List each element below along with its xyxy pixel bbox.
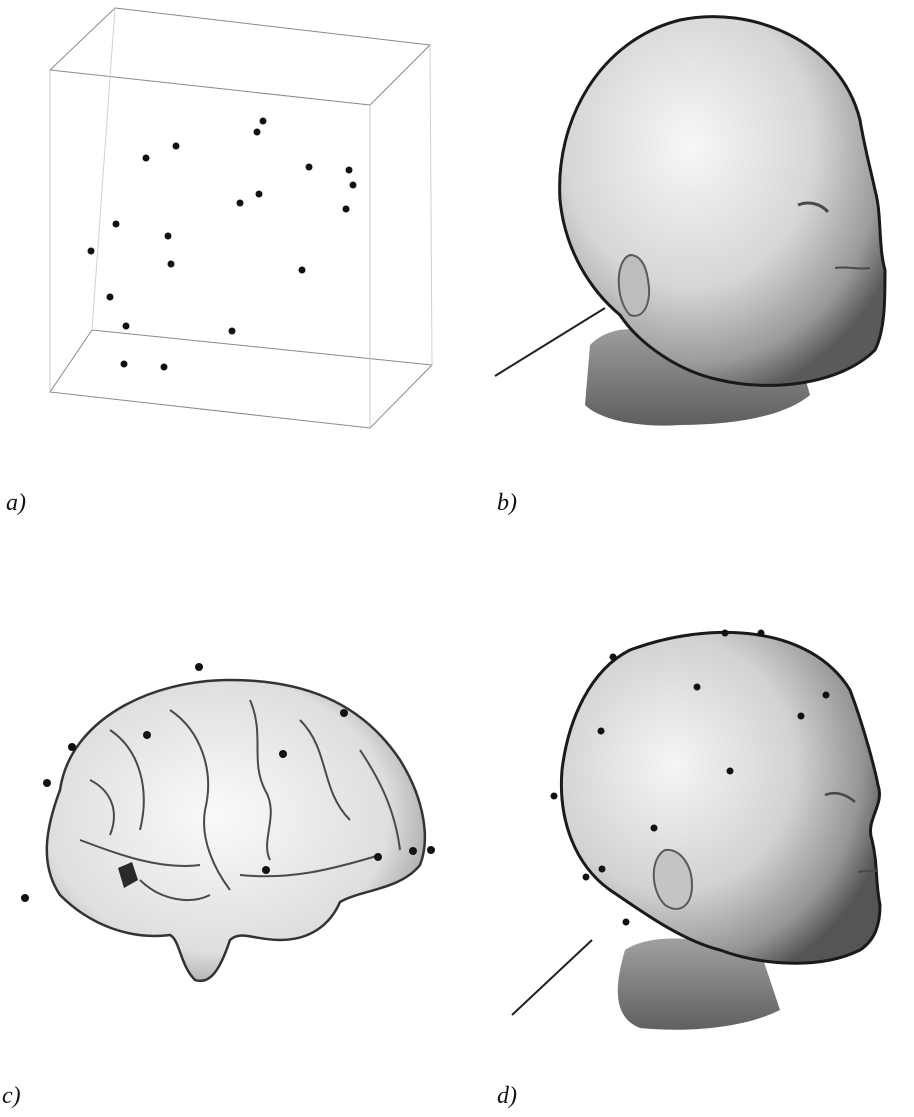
- panel-b-head-render: [480, 0, 914, 450]
- head-electrode-point: [758, 630, 765, 637]
- head-render: [480, 0, 914, 450]
- electrode-point: [260, 118, 267, 125]
- head-shape: [561, 632, 880, 963]
- electrode-points: [88, 118, 357, 371]
- electrode-point: [161, 364, 168, 371]
- brain-electrode-point: [21, 894, 29, 902]
- head-electrode-point: [651, 825, 658, 832]
- box-bottom-face: [50, 330, 432, 428]
- electrode-point: [299, 267, 306, 274]
- brain-electrode-point: [279, 750, 287, 758]
- head-electrode-point: [823, 692, 830, 699]
- ear-shape: [619, 255, 649, 316]
- brain-electrode-point: [374, 853, 382, 861]
- electrode-point: [343, 206, 350, 213]
- electrode-point: [350, 182, 357, 189]
- electrode-point: [306, 164, 313, 171]
- mouth-line: [835, 267, 870, 268]
- brain-electrode-point: [340, 709, 348, 717]
- head-electrodes-render: [480, 620, 914, 1040]
- electrode-point: [113, 221, 120, 228]
- box-edge: [92, 8, 115, 330]
- electrode-point: [256, 191, 263, 198]
- brain-electrode-point: [409, 847, 417, 855]
- panel-label-d: d): [497, 1083, 517, 1110]
- head-electrode-point: [722, 630, 729, 637]
- head-electrode-point: [798, 713, 805, 720]
- panel-a-point-cloud: [0, 0, 450, 440]
- bounding-box: [50, 8, 432, 428]
- panel-label-b: b): [497, 490, 517, 517]
- electrode-point: [237, 200, 244, 207]
- electrode-point: [168, 261, 175, 268]
- electrode-point: [165, 233, 172, 240]
- head-electrode-point: [694, 684, 701, 691]
- brain-electrode-point: [195, 663, 203, 671]
- panel-label-c: c): [2, 1083, 21, 1110]
- head-shape: [560, 17, 885, 386]
- brain-electrode-point: [68, 743, 76, 751]
- head-electrode-point: [598, 728, 605, 735]
- head-electrode-point: [727, 768, 734, 775]
- panel-label-a: a): [6, 490, 26, 517]
- brain-electrode-point: [262, 866, 270, 874]
- electrode-point: [121, 361, 128, 368]
- head-electrode-point: [610, 654, 617, 661]
- electrode-point: [123, 323, 130, 330]
- head-electrode-point: [583, 874, 590, 881]
- electrode-point: [143, 155, 150, 162]
- head-electrode-point: [551, 793, 558, 800]
- panel-c-brain-render: [0, 640, 450, 1060]
- brain-shape: [47, 680, 425, 981]
- brain-electrode-point: [43, 779, 51, 787]
- panel-d-head-electrodes: [480, 620, 914, 1040]
- head-electrode-point: [623, 919, 630, 926]
- head-electrode-point: [599, 866, 606, 873]
- brain-electrode-point: [427, 846, 435, 854]
- electrode-point: [107, 294, 114, 301]
- electrode-point: [254, 129, 261, 136]
- box-top-face: [50, 8, 430, 105]
- electrode-point: [346, 167, 353, 174]
- electrode-point: [88, 248, 95, 255]
- box-edge: [430, 45, 432, 365]
- electrode-point: [173, 143, 180, 150]
- electrode-point: [229, 328, 236, 335]
- brain-electrode-point: [143, 731, 151, 739]
- brain-render: [0, 640, 450, 1060]
- point-cloud-plot: [0, 0, 450, 440]
- orientation-arrow: [512, 940, 592, 1015]
